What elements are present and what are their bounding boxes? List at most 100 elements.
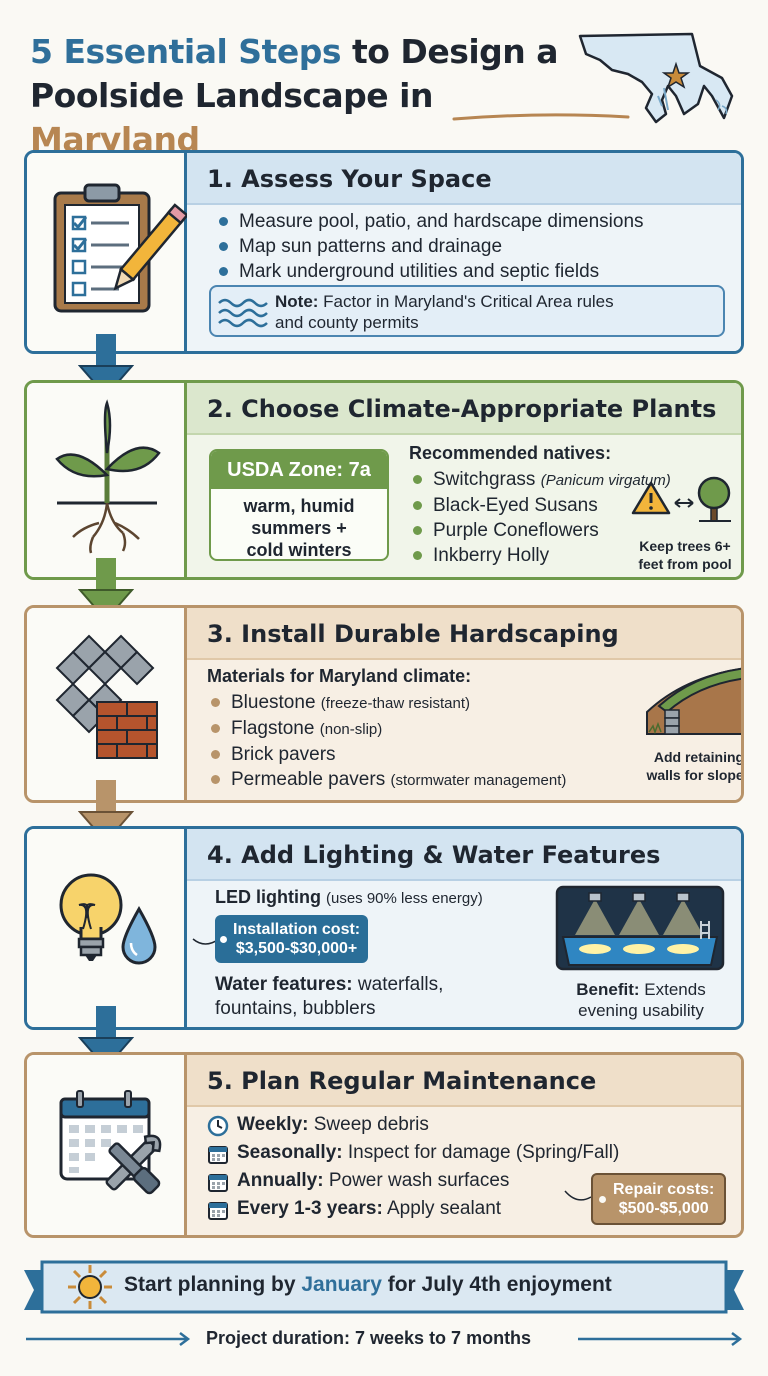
tag-string-icon <box>564 1190 592 1201</box>
repair-cost-tag: Repair costs: $500-$5,000 <box>591 1173 727 1225</box>
step-1-title: 1. Assess Your Space <box>187 153 741 205</box>
list-item: Seasonally: Inspect for damage (Spring/F… <box>207 1139 619 1167</box>
installation-cost-tag: Installation cost: $3,500-$30,000+ <box>215 915 369 963</box>
task-label: Seasonally: <box>237 1142 343 1163</box>
banner-pre: Start planning by <box>124 1273 302 1296</box>
retaining-wall-note: Add retaining walls for slopes <box>639 748 744 784</box>
step-4-card: 4. Add Lighting & Water Features LED lig… <box>24 826 744 1030</box>
step-2-content: 2. Choose Climate-Appropriate Plants USD… <box>187 383 741 577</box>
lit-pool-icon <box>555 885 725 971</box>
calendar-and-tools-icon <box>59 1090 162 1195</box>
water-waves-icon <box>218 298 268 328</box>
step-2-icon-panel <box>27 383 187 577</box>
task-label: Every 1-3 years: <box>237 1198 383 1219</box>
list-item: Brick pavers <box>207 742 566 767</box>
materials-list: Bluestone (freeze-thaw resistant) Flagst… <box>207 690 566 793</box>
native-name: Switchgrass <box>433 469 541 490</box>
led-label: LED lighting <box>215 887 326 907</box>
clock-icon <box>207 1115 229 1137</box>
title-part: to Design a <box>341 32 559 71</box>
water-label: Water features: <box>215 974 353 995</box>
title-line2: Poolside Landscape in <box>30 76 433 115</box>
material-name: Bluestone <box>231 692 321 713</box>
tree-note-line: feet from pool <box>638 556 732 572</box>
maryland-map-icon <box>578 32 734 124</box>
native-latin: (Panicum virgatum) <box>540 472 671 489</box>
step-2-title: 2. Choose Climate-Appropriate Plants <box>187 383 741 435</box>
list-item: Purple Coneflowers <box>409 518 671 543</box>
usda-zone-label: USDA Zone: 7a <box>211 451 387 489</box>
list-item: Inkberry Holly <box>409 543 671 568</box>
usda-zone-box: USDA Zone: 7a warm, humid summers + cold… <box>209 449 389 561</box>
step-4-title: 4. Add Lighting & Water Features <box>187 829 741 881</box>
benefit-text: Benefit: Extends evening usability <box>559 979 723 1021</box>
list-item: Flagstone (non-slip) <box>207 716 566 742</box>
material-detail: (freeze-thaw resistant) <box>320 695 471 712</box>
note-line2: and county permits <box>275 313 419 332</box>
water-features-text: Water features: waterfalls, fountains, b… <box>215 973 443 1021</box>
step-5-card: 5. Plan Regular Maintenance Weekly: Swee… <box>24 1052 744 1238</box>
step-4-content: 4. Add Lighting & Water Features LED lig… <box>187 829 741 1027</box>
benefit-line2: evening usability <box>578 1001 704 1020</box>
calendar-icon <box>208 1202 228 1220</box>
list-item: Switchgrass (Panicum virgatum) <box>409 467 671 493</box>
step-1-card: 1. Assess Your Space Measure pool, patio… <box>24 150 744 354</box>
tree-distance-note: Keep trees 6+ feet from pool <box>625 537 741 573</box>
cost-value: $3,500-$30,000+ <box>235 940 358 957</box>
list-item: Permeable pavers (stormwater management) <box>207 767 566 793</box>
cost-label: Installation cost: <box>233 921 361 938</box>
native-name: Black-Eyed Susans <box>433 495 598 516</box>
task-text: Sweep debris <box>308 1114 429 1135</box>
step-2-card: 2. Choose Climate-Appropriate Plants USD… <box>24 380 744 580</box>
task-label: Weekly: <box>237 1114 309 1135</box>
step-1-bullets: Measure pool, patio, and hardscape dimen… <box>215 209 644 284</box>
banner-post: for July 4th enjoyment <box>381 1273 612 1296</box>
task-text: Inspect for damage (Spring/Fall) <box>342 1142 620 1163</box>
led-detail: (uses 90% less energy) <box>325 890 483 907</box>
step-3-card: 3. Install Durable Hardscaping Materials… <box>24 605 744 803</box>
zone-desc-line: warm, humid <box>243 496 355 516</box>
list-item: Weekly: Sweep debris <box>207 1111 619 1139</box>
material-name: Brick pavers <box>231 744 336 765</box>
retaining-wall-icon <box>646 667 741 735</box>
material-detail: (non-slip) <box>319 721 383 738</box>
project-duration-text: Project duration: 7 weeks to 7 months <box>206 1328 532 1348</box>
pavers-and-bricks-icon <box>55 634 158 759</box>
repair-value: $500-$5,000 <box>618 1200 709 1217</box>
list-item: Bluestone (freeze-thaw resistant) <box>207 690 566 716</box>
project-duration-footer: Project duration: 7 weeks to 7 months <box>0 1326 768 1352</box>
tree-distance-icon <box>631 476 731 522</box>
ribbon-shape <box>24 1260 744 1314</box>
step-5-content: 5. Plan Regular Maintenance Weekly: Swee… <box>187 1055 741 1235</box>
list-item: Annually: Power wash surfaces <box>207 1167 619 1195</box>
natives-list: Switchgrass (Panicum virgatum) Black-Eye… <box>409 467 671 568</box>
material-name: Flagstone <box>231 718 320 739</box>
note-line1: Factor in Maryland's Critical Area rules <box>318 292 614 311</box>
title-accent: 5 Essential Steps <box>30 32 342 71</box>
native-name: Inkberry Holly <box>433 545 550 566</box>
step-3-icon-panel <box>27 608 187 800</box>
maintenance-list: Weekly: Sweep debris Seasonally: Inspect… <box>207 1111 619 1223</box>
step-5-title: 5. Plan Regular Maintenance <box>187 1055 741 1107</box>
material-name: Permeable pavers <box>231 769 391 790</box>
step-1-content: 1. Assess Your Space Measure pool, patio… <box>187 153 741 351</box>
step-3-title: 3. Install Durable Hardscaping <box>187 608 741 660</box>
step-3-content: 3. Install Durable Hardscaping Materials… <box>187 608 741 800</box>
wall-note-line: Add retaining <box>653 749 744 765</box>
list-item: Measure pool, patio, and hardscape dimen… <box>215 209 644 234</box>
water-items-line2: fountains, bubblers <box>215 998 376 1019</box>
task-text: Power wash surfaces <box>323 1170 510 1191</box>
wall-note-line: walls for slopes <box>646 767 744 783</box>
banner-text: Start planning by January for July 4th e… <box>124 1273 612 1297</box>
benefit-line1: Extends <box>639 980 706 999</box>
step-4-icon-panel <box>27 829 187 1027</box>
zone-desc-line: summers + <box>251 518 347 538</box>
timeline-arrows-icon <box>26 1332 743 1346</box>
note-label: Note: <box>275 292 319 311</box>
planning-banner: Start planning by January for July 4th e… <box>24 1260 744 1314</box>
list-item: Mark underground utilities and septic fi… <box>215 259 644 284</box>
zone-desc-line: cold winters <box>246 540 352 560</box>
critical-area-note: Note: Factor in Maryland's Critical Area… <box>209 285 725 337</box>
banner-month: January <box>301 1273 382 1296</box>
sprouting-plant-icon <box>55 399 161 554</box>
